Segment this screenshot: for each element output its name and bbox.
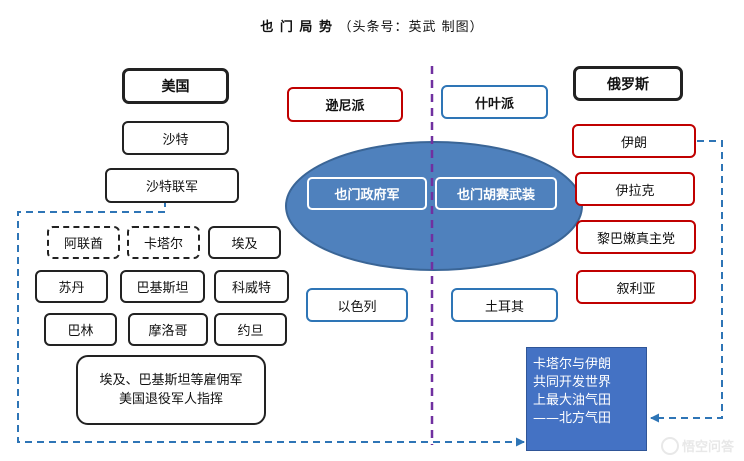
uae-box: 阿联酋: [47, 226, 120, 259]
shia-box: 什叶派: [441, 85, 548, 119]
watermark: 悟空问答: [660, 436, 734, 455]
title-credit: （头条号：英武 制图）: [338, 20, 484, 35]
note-line: 卡塔尔与伊朗: [533, 357, 612, 372]
diagram-title: 也 门 局 势 （头条号：英武 制图）: [0, 16, 744, 35]
sudan-box: 苏丹: [35, 270, 108, 303]
jordan-box: 约旦: [214, 313, 287, 346]
oil-gas-field-note: 卡塔尔与伊朗 共同开发世界 上最大油气田 ——北方气田: [526, 347, 647, 451]
iraq-box: 伊拉克: [575, 172, 695, 206]
title-main: 也 门 局 势: [260, 20, 333, 35]
pakistan-box: 巴基斯坦: [120, 270, 205, 303]
sunni-box: 逊尼派: [287, 87, 403, 122]
hezbollah-box: 黎巴嫩真主党: [576, 220, 696, 254]
syria-box: 叙利亚: [576, 270, 696, 304]
saudi-coalition-box: 沙特联军: [105, 168, 239, 203]
note-line: ——北方气田: [533, 411, 612, 426]
morocco-box: 摩洛哥: [128, 313, 208, 346]
bahrain-box: 巴林: [44, 313, 117, 346]
note-line: 共同开发世界: [533, 375, 612, 390]
iran-connector: [650, 140, 723, 423]
iran-box: 伊朗: [572, 124, 696, 158]
mercenary-line: 美国退役军人指挥: [118, 392, 223, 407]
mercenary-box: 埃及、巴基斯坦等雇佣军 美国退役军人指挥: [76, 355, 266, 425]
yemen-gov-army-label: 也门政府军: [307, 177, 427, 210]
egypt-box: 埃及: [208, 226, 281, 259]
turkey-box: 土耳其: [451, 288, 558, 322]
israel-box: 以色列: [306, 288, 408, 322]
watermark-text: 悟空问答: [681, 440, 734, 455]
speech-bubble-icon: [660, 436, 679, 455]
qatar-box: 卡塔尔: [127, 226, 200, 259]
qatar-connector: [17, 200, 525, 447]
kuwait-box: 科威特: [214, 270, 289, 303]
houthi-label: 也门胡赛武装: [435, 177, 557, 210]
saudi-box: 沙特: [122, 121, 229, 155]
note-line: 上最大油气田: [533, 393, 612, 408]
central-ellipse: [285, 141, 583, 271]
mercenary-line: 埃及、巴基斯坦等雇佣军: [99, 373, 243, 388]
usa-box: 美国: [122, 68, 229, 104]
russia-box: 俄罗斯: [573, 66, 683, 101]
